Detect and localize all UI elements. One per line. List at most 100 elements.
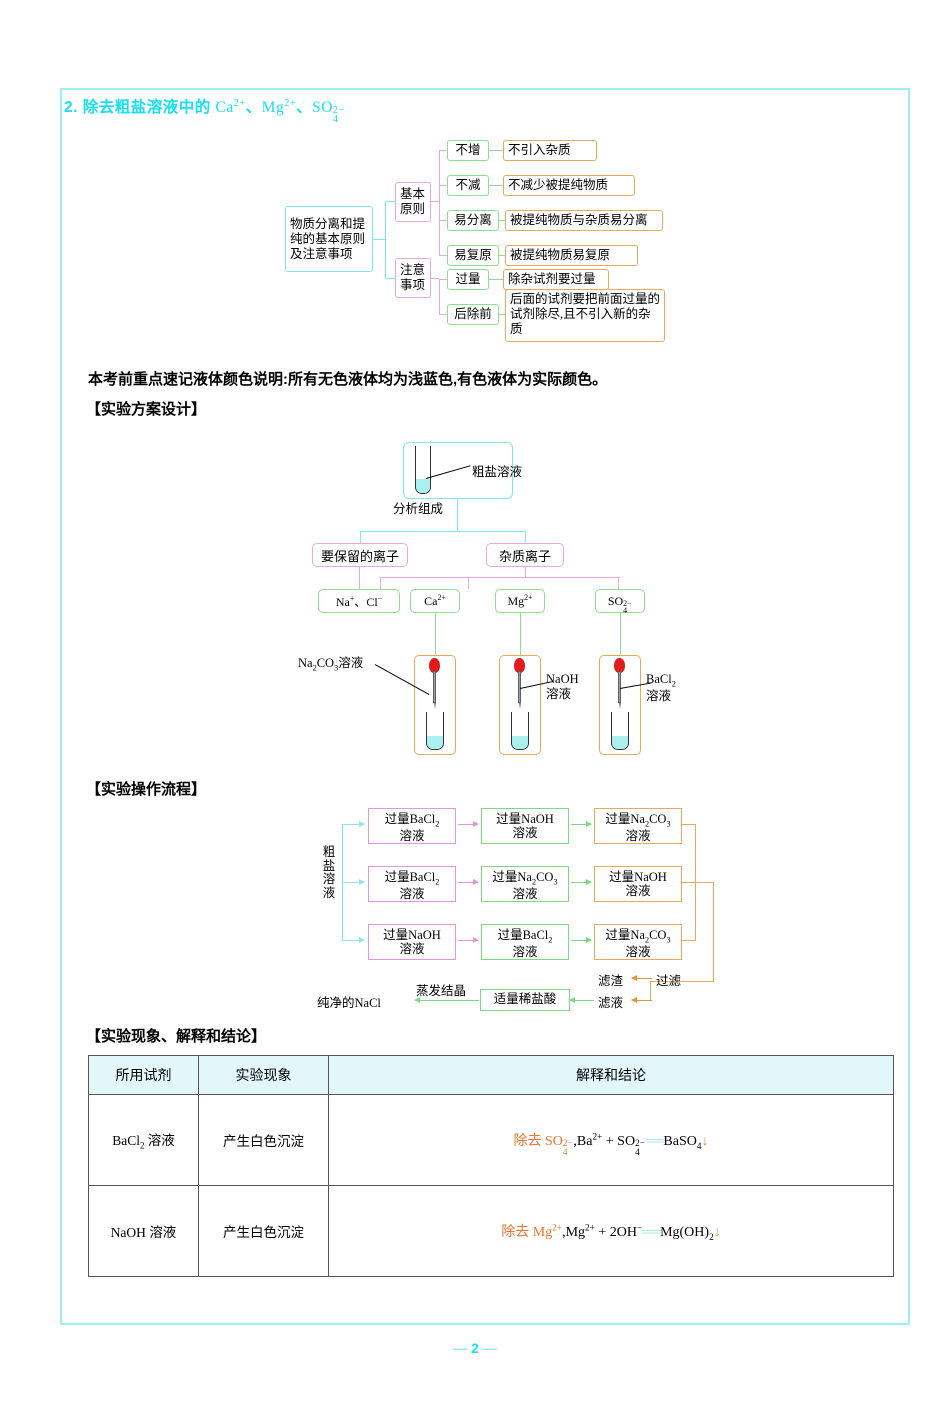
b2c1-stem bbox=[439, 279, 447, 281]
cell-reagent-naoh: NaOH 溶液 bbox=[88, 1185, 199, 1277]
crude-salt-test-tube bbox=[415, 446, 431, 494]
b1c2-stem bbox=[439, 185, 447, 187]
collector-r1 bbox=[682, 824, 696, 826]
mindmap-key-excess-label: 过量 bbox=[455, 272, 481, 286]
page-dash-left: — bbox=[453, 1340, 468, 1356]
test-tube-naoh bbox=[511, 712, 529, 750]
mindmap-desc-easy-restore: 被提纯物质易复原 bbox=[505, 245, 638, 266]
b2c1-link bbox=[489, 279, 503, 281]
heading-results: 【实验现象、解释和结论】 bbox=[86, 1028, 267, 1045]
flow-source-label: 粗盐溶液 bbox=[322, 845, 336, 900]
mindmap-root-spine bbox=[385, 201, 387, 279]
filter-down bbox=[650, 981, 652, 1001]
mindmap-key-easy-restore-label: 易复原 bbox=[454, 248, 492, 262]
impurity-ions-label: 杂质离子 bbox=[498, 548, 551, 564]
flow-arrow-r3-1 bbox=[458, 936, 479, 945]
equation-naoh: 除去 Mg2+,Mg2+ + 2OH−══Mg(OH)2↓ bbox=[501, 1221, 721, 1242]
flow-arrow-r2-2 bbox=[571, 878, 592, 887]
heading-scheme-design: 【实验方案设计】 bbox=[86, 401, 207, 418]
b1c4-stem bbox=[439, 255, 447, 257]
mindmap-key-easy-restore: 易复原 bbox=[447, 245, 499, 266]
mindmap-desc-later-label: 后面的试剂要把前面过量的试剂除尽,且不引入新的杂质 bbox=[510, 292, 661, 336]
table-header-phenomenon: 实验现象 bbox=[198, 1055, 329, 1095]
mindmap-desc-no-reduce-label: 不减少被提纯物质 bbox=[508, 178, 609, 192]
mindmap-desc-no-reduce: 不减少被提纯物质 bbox=[503, 175, 635, 196]
impurity-split-3 bbox=[618, 577, 620, 589]
mindmap-key-excess: 过量 bbox=[447, 269, 489, 290]
impurity-ions-box: 杂质离子 bbox=[486, 543, 564, 567]
ion-label-ca: Ca2+ bbox=[424, 593, 446, 608]
mindmap-desc-no-add: 不引入杂质 bbox=[503, 140, 597, 161]
page-number-value: 2 bbox=[471, 1340, 479, 1356]
mindmap-desc-easy-separate-label: 被提纯物质与杂质易分离 bbox=[510, 213, 648, 227]
mindmap-key-no-add-label: 不增 bbox=[455, 143, 481, 157]
ion-box-sodium-chloride: Na+、Cl− bbox=[318, 589, 400, 613]
dropper-tip-icon bbox=[618, 702, 621, 709]
b1c4-link bbox=[499, 255, 505, 257]
dropper-bulb-icon bbox=[429, 658, 440, 673]
mindmap-key-later-label: 后除前 bbox=[454, 307, 492, 321]
cell-reagent-bacl2: BaCl2 溶液 bbox=[88, 1094, 199, 1186]
ion-box-magnesium: Mg2+ bbox=[495, 589, 545, 613]
cell-explanation-naoh: 除去 Mg2+,Mg2+ + 2OH−══Mg(OH)2↓ bbox=[328, 1185, 894, 1277]
mindmap-key-no-reduce-label: 不减 bbox=[455, 178, 481, 192]
ion-box-calcium: Ca2+ bbox=[410, 589, 460, 613]
mindmap-root-node: 物质分离和提纯的基本原则及注意事项 bbox=[285, 206, 373, 272]
mindmap-branch2-stem bbox=[385, 278, 395, 280]
mindmap-root-label: 物质分离和提纯的基本原则及注意事项 bbox=[290, 216, 366, 261]
branch1-out-spine bbox=[439, 150, 441, 255]
scheme-split-left bbox=[360, 531, 362, 543]
flow-arrow-src-r1 bbox=[342, 820, 365, 829]
impurity-down bbox=[525, 567, 527, 577]
flow-arrow-r1-1 bbox=[458, 820, 479, 829]
impurity-split-bar bbox=[380, 577, 620, 579]
analyze-composition-label: 分析组成 bbox=[393, 502, 444, 516]
collector-r3 bbox=[682, 940, 696, 942]
arrow-filter-to-filtrate bbox=[631, 996, 652, 1005]
mindmap-desc-easy-separate: 被提纯物质与杂质易分离 bbox=[505, 210, 663, 231]
mindmap-desc-easy-restore-label: 被提纯物质易复原 bbox=[510, 248, 611, 262]
flow-box-dilute-acid: 适量稀盐酸 bbox=[480, 989, 570, 1011]
dropper-bulb-icon bbox=[514, 658, 525, 673]
impurity-split-2 bbox=[468, 577, 470, 589]
mindmap-key-no-add: 不增 bbox=[447, 140, 489, 161]
experiment-scheme-diagram: 粗盐溶液 分析组成 要保留的离子 杂质离子 Na+、Cl− Ca2+ Mg2+ … bbox=[290, 440, 690, 770]
flow-arrow-r3-2 bbox=[571, 936, 592, 945]
page-number: — 2 — bbox=[0, 1340, 950, 1356]
color-convention-note: 本考前重点速记液体颜色说明:所有无色液体均为浅蓝色,有色液体为实际颜色。 bbox=[88, 371, 608, 388]
collector-to-filter bbox=[650, 981, 714, 983]
table-header-row: 所用试剂 实验现象 解释和结论 bbox=[88, 1055, 894, 1095]
ion-calcium: Ca2+ bbox=[215, 97, 246, 116]
arrow-filter-to-residue bbox=[631, 974, 652, 983]
mindmap-key-no-reduce: 不减 bbox=[447, 175, 489, 196]
mindmap-branch-basic-principles: 基本原则 bbox=[395, 182, 431, 222]
b1c3-stem bbox=[439, 220, 447, 222]
branch2-out-spine bbox=[439, 279, 441, 314]
filtrate-label: 滤液 bbox=[598, 996, 624, 1010]
filter-label: 过滤 bbox=[656, 974, 682, 988]
mindmap-branch1-label: 基本原则 bbox=[400, 187, 426, 216]
cell-phenomenon-bacl2: 产生白色沉淀 bbox=[198, 1094, 329, 1186]
mindmap-desc-excess: 除杂试剂要过量 bbox=[503, 269, 609, 290]
scheme-split-bar bbox=[360, 531, 526, 533]
test-tube-liquid-bacl2 bbox=[612, 736, 628, 749]
mindmap-branch-cautions: 注意事项 bbox=[395, 258, 431, 298]
keep-down bbox=[359, 567, 361, 589]
table-header-explanation: 解释和结论 bbox=[328, 1055, 894, 1095]
